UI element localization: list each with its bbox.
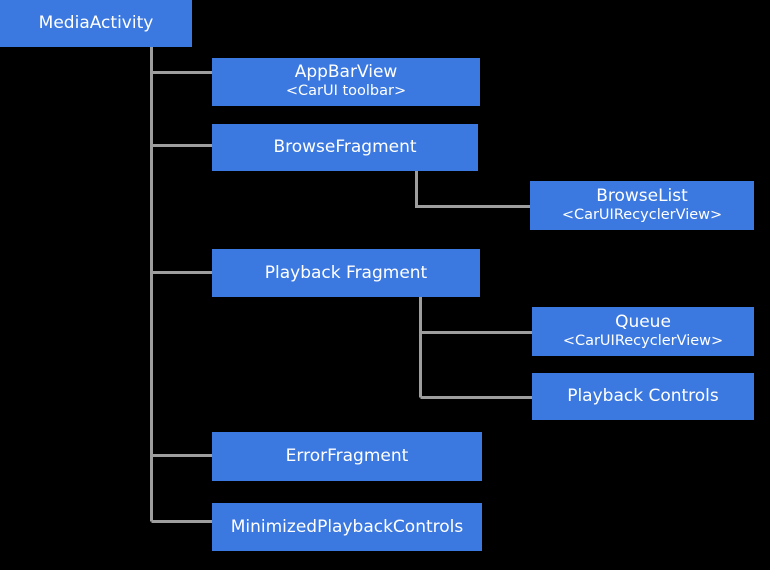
node-app-bar-view[interactable]: AppBarView <CarUI toolbar> xyxy=(212,58,480,106)
node-app-bar-view-subtitle: <CarUI toolbar> xyxy=(285,83,407,100)
node-browse-fragment[interactable]: BrowseFragment xyxy=(212,124,478,171)
node-error-fragment-title: ErrorFragment xyxy=(285,446,409,467)
node-playback-controls[interactable]: Playback Controls xyxy=(532,373,754,420)
node-queue[interactable]: Queue <CarUIRecyclerView> xyxy=(532,307,754,356)
node-queue-subtitle: <CarUIRecyclerView> xyxy=(562,332,724,349)
node-browse-list-title: BrowseList xyxy=(596,185,688,206)
node-playback-fragment[interactable]: Playback Fragment xyxy=(212,249,480,297)
node-playback-fragment-title: Playback Fragment xyxy=(264,262,428,283)
node-minimized-playback-controls[interactable]: MinimizedPlaybackControls xyxy=(212,503,482,551)
node-playback-controls-title: Playback Controls xyxy=(567,386,719,407)
node-minimized-playback-controls-title: MinimizedPlaybackControls xyxy=(230,516,464,537)
node-queue-title: Queue xyxy=(615,311,671,332)
node-browse-list[interactable]: BrowseList <CarUIRecyclerView> xyxy=(530,181,754,230)
node-app-bar-view-title: AppBarView xyxy=(294,62,398,83)
node-browse-fragment-title: BrowseFragment xyxy=(273,137,417,158)
node-media-activity-title: MediaActivity xyxy=(38,13,154,34)
node-error-fragment[interactable]: ErrorFragment xyxy=(212,432,482,481)
edge-browse-fragment-to-browse-list xyxy=(415,171,530,208)
node-browse-list-subtitle: <CarUIRecyclerView> xyxy=(561,206,723,223)
node-media-activity[interactable]: MediaActivity xyxy=(0,0,192,47)
